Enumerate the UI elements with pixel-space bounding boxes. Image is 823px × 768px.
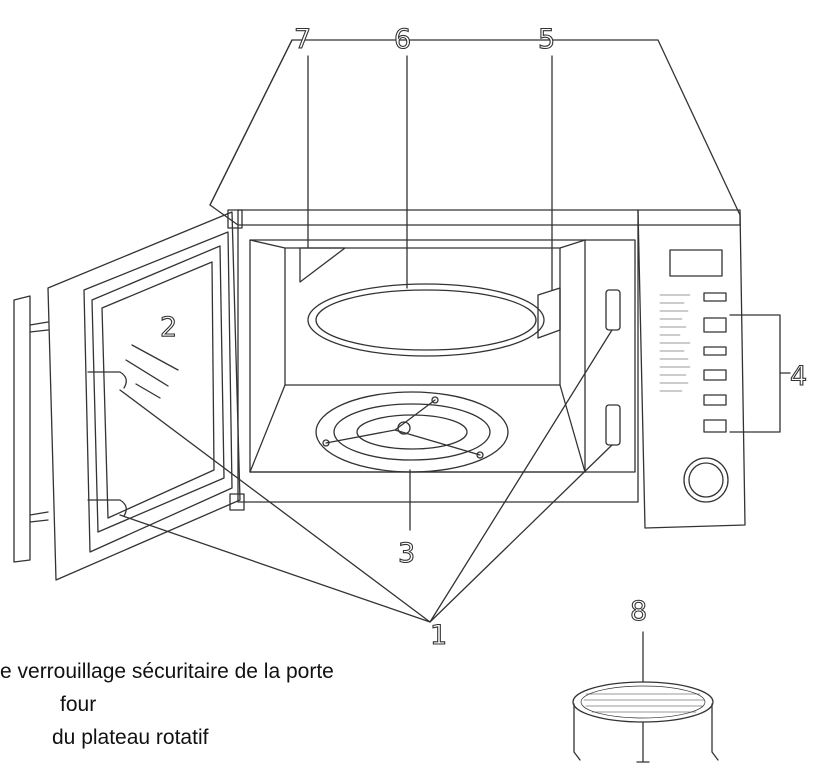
- legend-line-2: four: [60, 693, 97, 716]
- callout-6: 6: [394, 24, 411, 55]
- door-outer: [47, 211, 241, 581]
- selector-knob: [683, 457, 729, 503]
- door-window: [101, 261, 215, 519]
- door-hook-upper: [87, 371, 127, 389]
- waveguide-cover-shape: [299, 247, 346, 283]
- control-panel: [637, 209, 746, 529]
- legend-line-1: e verrouillage sécuritaire de la porte: [0, 660, 334, 683]
- door-latch-slot-lower: [605, 404, 621, 446]
- cabinet-back-edge: [209, 39, 293, 206]
- glass-tray: [307, 283, 545, 357]
- callout-7: 7: [294, 24, 311, 55]
- callout-8: 8: [630, 596, 647, 627]
- callout-4: 4: [790, 361, 807, 392]
- door-latch-slot-upper: [605, 289, 621, 331]
- cabinet-outline: [209, 39, 741, 226]
- oven-cavity: [284, 247, 561, 386]
- wire-rack: [572, 681, 714, 723]
- oven-front-frame: [237, 209, 639, 503]
- callout-5: 5: [538, 24, 555, 55]
- legend-line-3: du plateau rotatif: [52, 726, 209, 749]
- roller-ring: [315, 391, 509, 473]
- oven-light: [537, 287, 561, 339]
- door-inner: [83, 231, 233, 553]
- callout-2: 2: [160, 312, 177, 343]
- turntable-coupler: [325, 399, 481, 456]
- callout-3: 3: [398, 538, 415, 569]
- door-handle: [13, 295, 31, 563]
- display-window: [669, 249, 723, 277]
- callouts: 7 6 5 2 3 4 1 8: [159, 23, 807, 651]
- callout-1: 1: [430, 620, 447, 651]
- door-hook-lower: [87, 499, 127, 517]
